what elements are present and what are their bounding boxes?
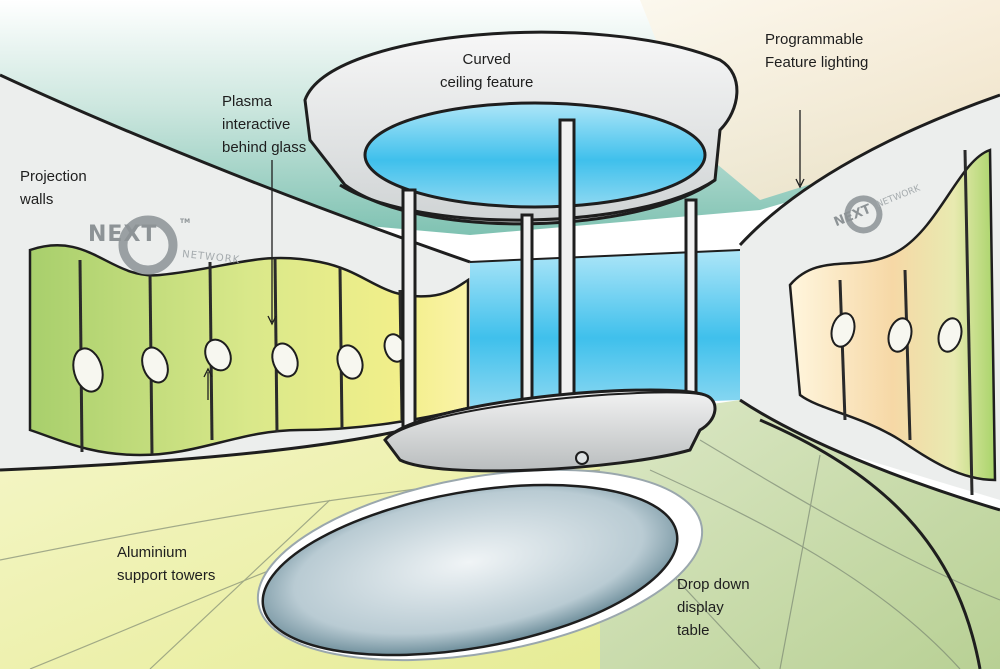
ceiling-skylight (363, 101, 707, 209)
right-plasma-screens (830, 312, 963, 353)
annotation-pointers (203, 110, 805, 400)
drop-down-display-table (383, 388, 717, 473)
label-projection-walls: Projection walls (20, 168, 87, 208)
right-wave-display-panel (788, 148, 997, 482)
back-window-sky (470, 250, 740, 410)
right-panel-poles (838, 149, 974, 496)
brand-tm-left: TM (180, 218, 191, 225)
left-wave-display-panel (28, 244, 470, 457)
next-network-logo-right: NEXT NETWORK (825, 155, 959, 256)
floor-right (600, 400, 1000, 669)
label-programmable-feature-lighting: Programmable Feature lighting (765, 31, 869, 71)
next-logo-g-mark-icon (118, 215, 178, 275)
next-logo-g-mark-right-icon (844, 195, 883, 234)
label-aluminium-support-towers: Aluminium support towers (117, 544, 216, 584)
label-plasma-interactive: Plasma interactive behind glass (222, 93, 307, 156)
next-network-logo-left: NEXT TM NETWORK (88, 210, 268, 280)
left-plasma-screens (72, 333, 407, 393)
floor-projection-disc (261, 483, 679, 657)
label-drop-down-display-table: Drop down display table (677, 576, 750, 639)
label-curved-ceiling-feature: Curved ceiling feature (440, 51, 534, 91)
brand-mark-left: NEXT (88, 222, 158, 247)
